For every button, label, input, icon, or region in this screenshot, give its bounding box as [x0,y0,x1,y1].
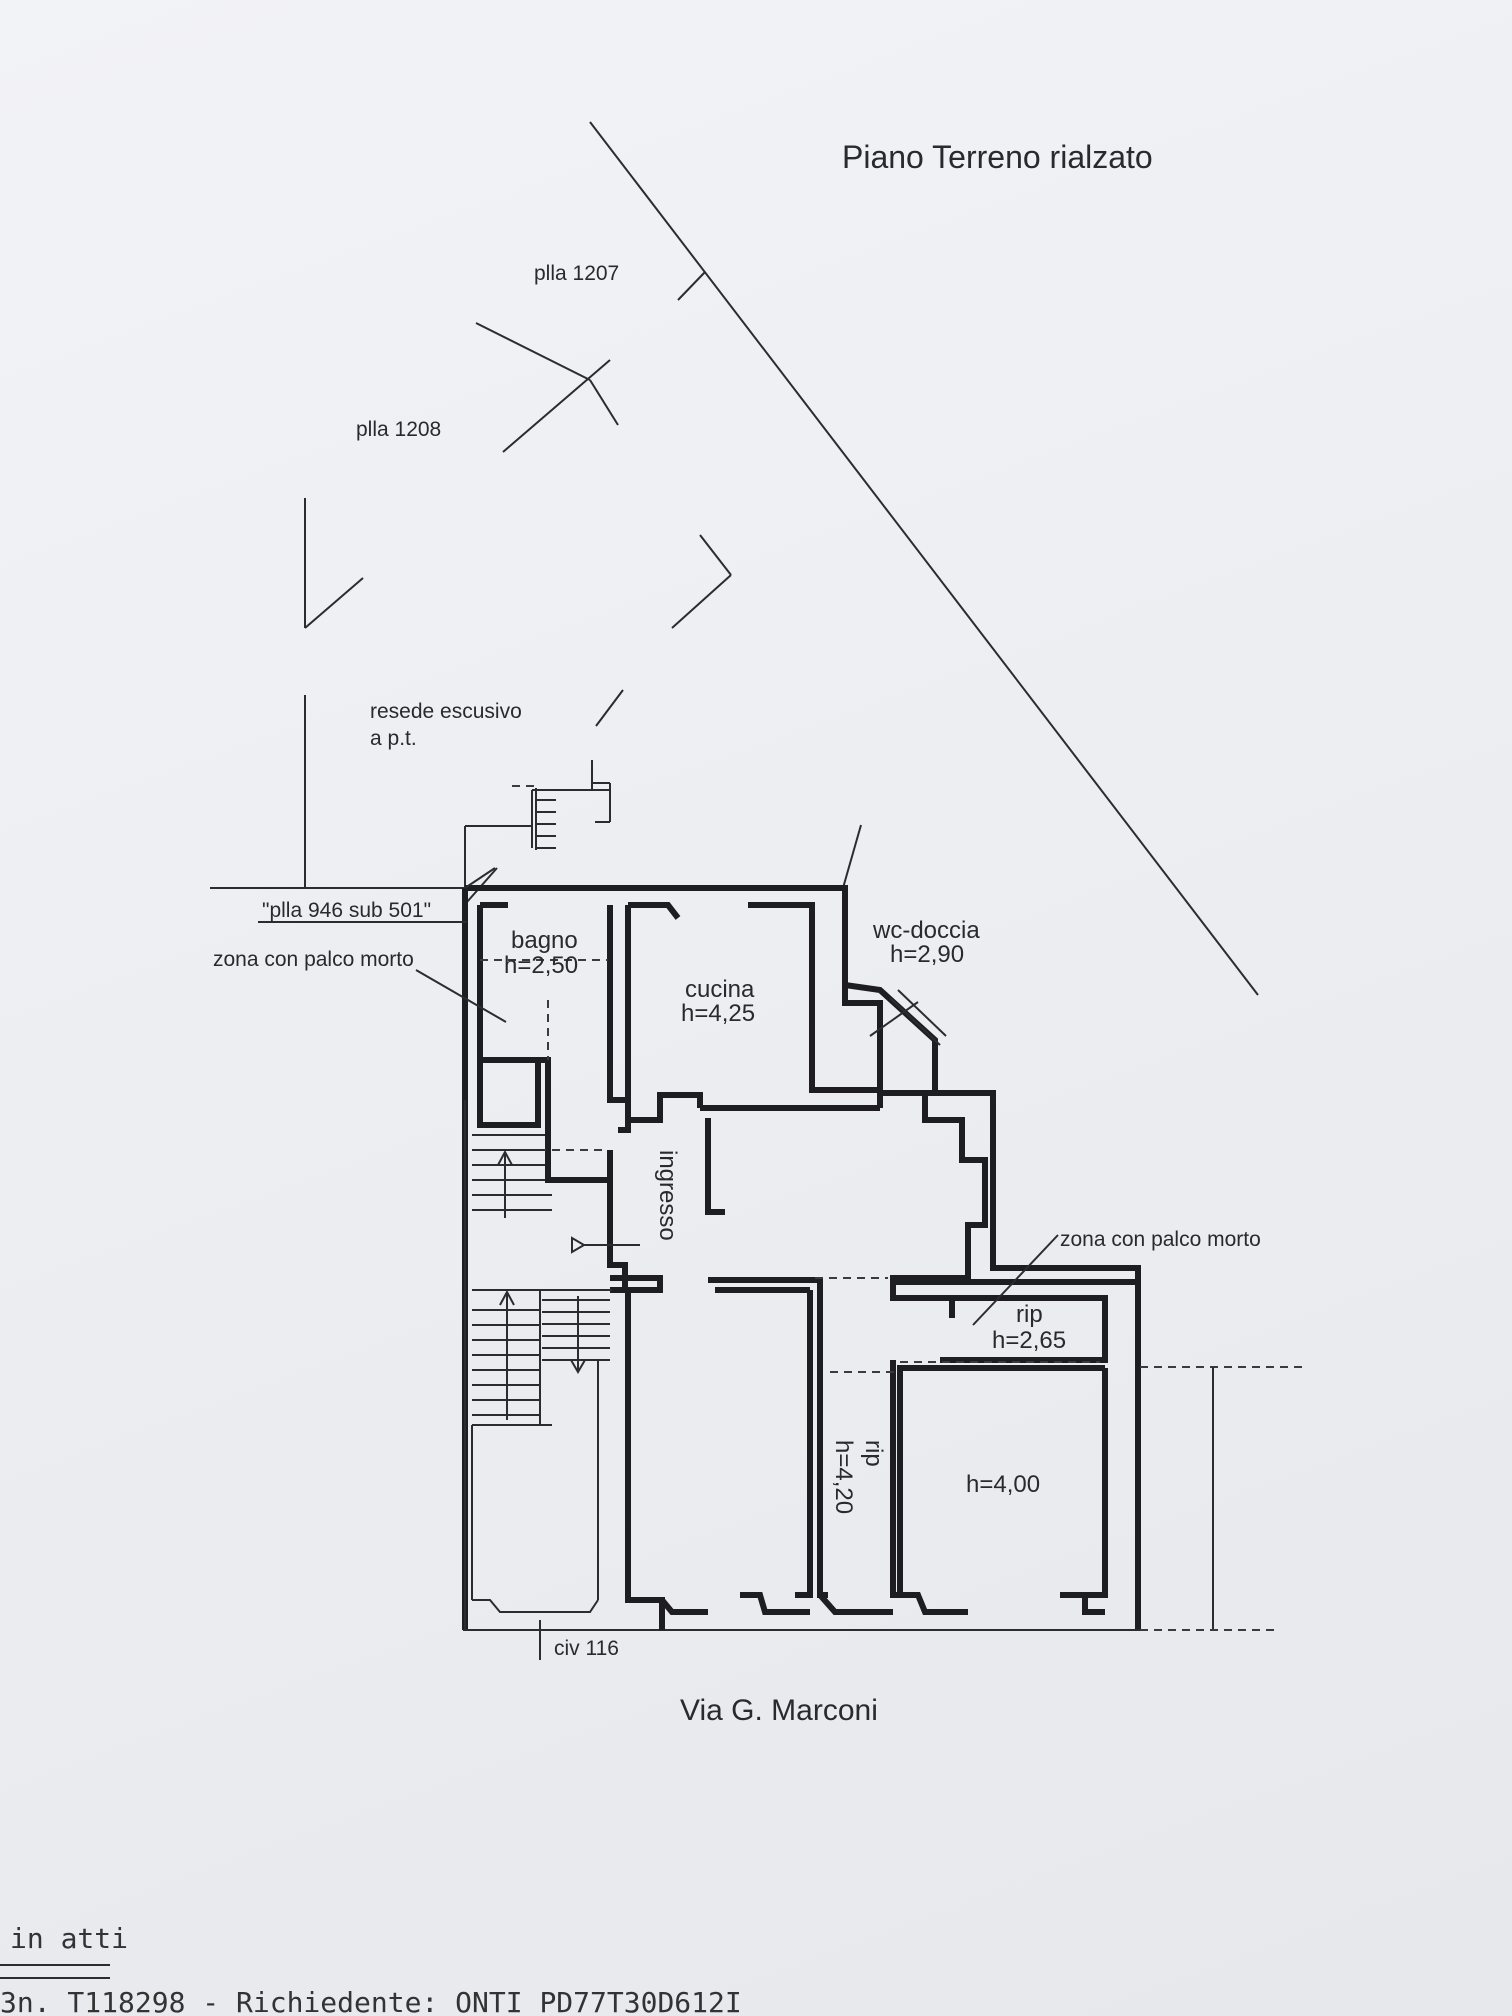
parcel-label-1208: plla 1208 [356,418,441,441]
boundary-diagonal-line [589,121,1259,996]
cucina-name: cucina [685,976,755,1003]
wc-doccia-height: h=2,90 [890,941,964,968]
parcel-label-946: "plla 946 sub 501" [262,899,431,922]
outdoor-steps [464,760,611,903]
bagno-height: h=2,50 [504,952,578,979]
rip-upper-height: h=2,65 [992,1327,1066,1354]
staircase [471,1134,640,1613]
leader-lines [258,867,1059,1660]
zona-palco-morto-label-left: zona con palco morto [213,948,414,971]
civic-number-label: civ 116 [554,1637,619,1660]
exterior-walls [462,885,1141,1631]
rip-upper-name: rip [1016,1301,1043,1328]
dashed-lines [480,959,1305,1631]
ingresso-label: ingresso [654,1150,681,1241]
plan-title: Piano Terreno rialzato [842,139,1153,175]
room-height: h=4,00 [966,1471,1040,1498]
zona-palco-morto-label-right: zona con palco morto [1060,1228,1261,1251]
wc-window [889,989,947,1046]
interior-walls [477,902,1141,1630]
street-name: Via G. Marconi [680,1694,878,1727]
resede-label-line2: a p.t. [370,727,417,750]
parcel-label-1207: plla 1207 [534,262,619,285]
boundary-tick-mark [677,271,706,301]
footer-in-atti: in atti [10,1922,128,1955]
rip-lower-name: rip [860,1440,887,1467]
resede-label-line1: resede escusivo [370,700,522,723]
wc-doccia-name: wc-doccia [872,917,980,944]
rip-lower-height: h=4,20 [830,1440,857,1514]
bagno-name: bagno [511,927,578,954]
footer-document-id: 3n. T118298 - Richiedente: ONTI PD77T30D… [0,1986,742,2016]
cucina-height: h=4,25 [681,1000,755,1027]
